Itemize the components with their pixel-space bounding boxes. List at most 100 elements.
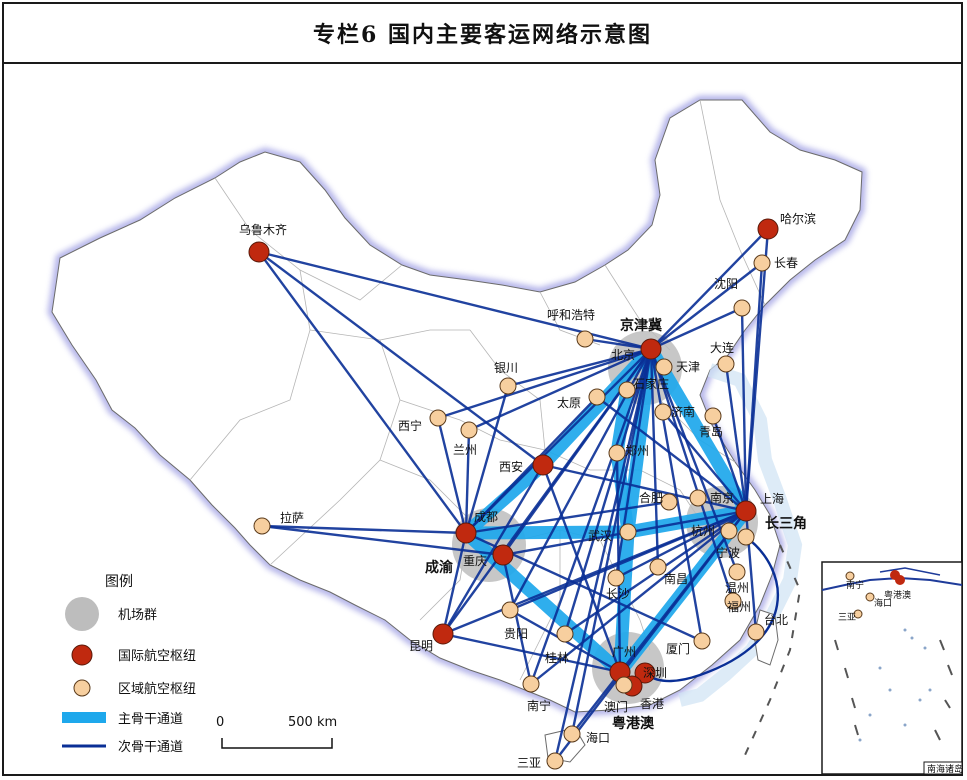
secondary-corridor-km-xa [441,464,545,635]
label-tj: 天津 [676,360,700,374]
inset-caption: 南海诸岛 [927,763,963,775]
legend: 图例 机场群 国际航空枢纽 区域航空枢纽 主骨干通道 次骨干通道 [62,574,196,755]
hub-tj [655,358,673,376]
hub-xn [429,409,447,427]
hub-sh [735,500,757,522]
inset-label-nanning: 南宁 [846,579,864,591]
city-hubs [248,218,779,770]
scale-zero: 0 [216,715,224,730]
legend-title: 图例 [105,574,133,590]
main-corridor-cd-gz [459,526,627,679]
hub-cc [753,254,771,272]
secondary-corridor-coastal [647,536,780,683]
hub-nn [522,675,540,693]
hub-hhht [576,330,594,348]
hub-sy [733,299,751,317]
secondary-corridor-yc-bj [507,347,652,388]
secondary-corridor-sy-bj [650,306,743,351]
label-hk: 香港 [640,697,664,711]
hub-hz [720,522,738,540]
inset-hub-nanning [845,571,855,581]
hub-tb [747,623,765,641]
inset-label-haikou: 海口 [874,597,892,609]
label-dl: 大连 [710,340,734,355]
secondary-corridor-ls-cd [261,524,467,535]
main-corridor-bj-sh [644,342,753,518]
secondary-corridor-jn-sh [662,411,747,512]
secondary-corridor-wlmq-cd [258,251,467,534]
label-hk2: 海口 [586,730,610,745]
label-sh: 上海 [760,491,784,506]
scale-line [221,738,333,749]
secondary-corridor-cc-sh [744,262,764,512]
secondary-corridor-nn-cq [501,554,533,685]
hub-sya [546,752,564,770]
hub-hk2 [563,725,581,743]
legend-label-main: 主骨干通道 [118,712,183,727]
secondary-corridor-sy-sh [740,307,748,512]
hub-heb [757,218,779,240]
maritime-boundary [744,544,802,756]
legend-regional-swatch [73,679,91,697]
inset-caption-box [923,761,963,775]
label-ls: 拉萨 [280,510,304,525]
label-nj: 南京 [710,490,734,505]
scale-label: 500 km [288,715,337,730]
label-nc: 南昌 [664,571,688,586]
coastal-water [678,363,803,707]
label-fz: 福州 [727,599,751,614]
hub-km [432,623,454,645]
label-zz: 郑州 [625,443,649,458]
hub-fz [724,592,742,610]
legend-intl-swatch [71,644,93,666]
hub-zz [608,444,626,462]
secondary-corridor-hk2-bj [570,348,653,735]
label-xa: 西安 [499,459,523,474]
label-hz: 杭州 [691,523,715,538]
secondary-corridor-hf-cd [465,500,670,535]
label-xn: 西宁 [398,418,422,433]
legend-cluster-swatch [65,597,99,631]
label-gz: 广州 [612,645,636,659]
secondary-corridor-yc-cd [464,385,510,534]
hub-hf [660,493,678,511]
city-labels: 乌鲁木齐哈尔滨长春沈阳大连呼和浩特北京天津石家庄银川太原济南青岛西宁兰州西安郑州… [239,211,816,770]
label-nb: 宁波 [716,545,740,560]
secondary-corridor-hhht-bj [584,337,652,351]
hub-gl [556,625,574,643]
secondary-corridor-cs-sh [615,509,747,580]
secondary-corridor-sya-bj [553,348,653,762]
legend-label-intl: 国际航空枢纽 [118,648,196,664]
label-cd: 成都 [474,510,498,524]
label-xm: 厦门 [666,641,690,656]
secondary-corridor-cc-bj [650,262,763,350]
secondary-corridor-km-cd [441,532,468,635]
label-sjz: 石家庄 [633,376,669,391]
inset-dashes [834,639,953,741]
cluster-label-csj: 长三角 [765,515,807,532]
hub-nc [649,558,667,576]
label-nn: 南宁 [527,698,551,713]
secondary-corridor-sya-sh [554,510,747,762]
scale-bar: 0 500 km [216,715,337,749]
secondary-corridor-lz-cd [464,429,471,534]
label-wz: 温州 [725,581,749,595]
inset-label-sanya: 三亚 [838,612,856,623]
secondary-corridor-km-gz [442,632,621,674]
hub-cd [455,522,477,544]
china-land [51,99,863,713]
cluster-label-cy: 成渝 [425,559,454,576]
label-lz: 兰州 [453,443,477,457]
hub-wz [728,563,746,581]
secondary-corridors [258,228,780,762]
label-hf: 合肥 [639,490,663,505]
hub-ty [588,388,606,406]
secondary-corridor-xa-sh [542,463,747,513]
secondary-corridor-fz-bj [649,348,735,602]
secondary-corridor-nn-sh [530,510,747,685]
inset-islands [858,628,932,742]
label-qd: 青岛 [699,424,723,439]
label-gl: 桂林 [545,650,569,665]
